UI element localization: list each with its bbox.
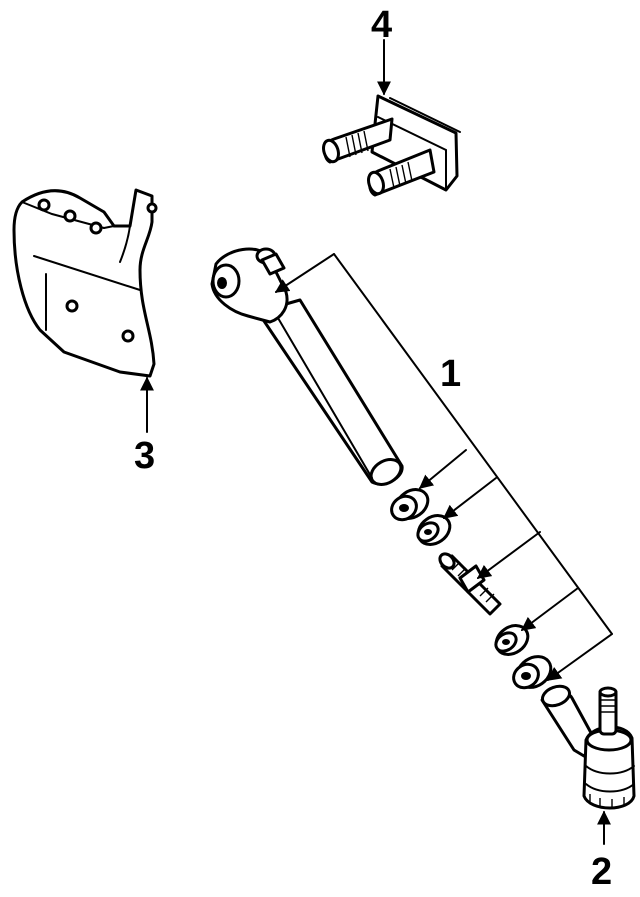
clamp-part [416,514,452,546]
adjuster-nut-part [390,488,430,522]
callout-1: 1 [440,353,461,395]
callout-2: 2 [591,851,612,893]
tie-rod-end-part [540,684,636,810]
bracket-part [12,188,158,378]
callout-3: 3 [134,435,155,477]
callout-1-leaders [274,253,613,681]
mounting-plate-part [322,94,461,197]
jam-nut-part [512,655,553,690]
tie-rod-assembly-part [210,247,404,486]
clamp-lower-part [494,624,530,656]
adjusting-sleeve-part [438,552,502,616]
callout-4: 4 [371,4,392,46]
